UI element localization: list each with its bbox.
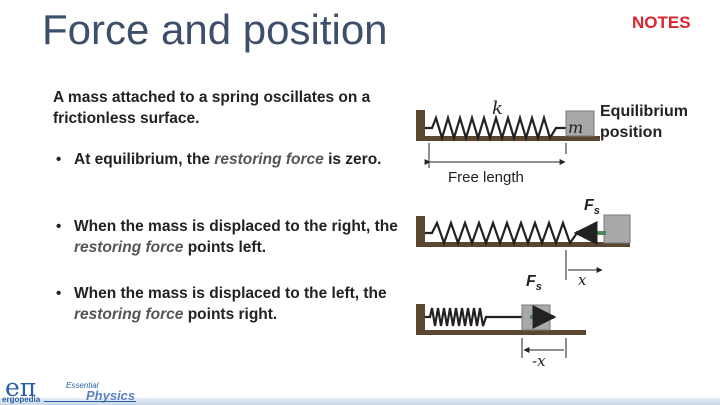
spring: [425, 114, 566, 142]
force-label-right: Fs: [584, 197, 600, 217]
bullet-text-emph: restoring force: [74, 306, 184, 323]
mass-block: [565, 110, 595, 137]
mass-label: m: [568, 118, 583, 137]
bullet-text-pre: When the mass is displaced to the left, …: [74, 285, 387, 302]
displaced-left-row: [416, 304, 586, 358]
physics-label: Physics: [86, 388, 136, 403]
equilibrium-label-1: Equilibrium: [600, 103, 688, 120]
bullet-text-post: points left.: [183, 239, 267, 256]
wall: [416, 216, 425, 246]
neg-displacement-label: -x: [532, 352, 546, 370]
force-symbol: F: [526, 273, 537, 290]
ergopedia-logo-icon: eπ: [5, 373, 37, 402]
force-symbol: F: [584, 197, 595, 214]
bullet-text-pre: When the mass is displaced to the right,…: [74, 218, 398, 235]
footer-bar: [0, 398, 720, 405]
floor: [416, 136, 600, 141]
bullet-equilibrium: At equilibrium, the restoring force is z…: [56, 149, 419, 170]
wall: [416, 304, 425, 334]
spring: [425, 307, 522, 327]
bullet-text-emph: restoring force: [214, 151, 324, 168]
spring-label: k: [492, 98, 503, 119]
intro-text: A mass attached to a spring oscillates o…: [53, 89, 371, 127]
wall: [416, 110, 425, 140]
force-subscript: s: [594, 205, 600, 217]
footer-underline: [44, 401, 136, 402]
bullet-text-pre: At equilibrium, the: [74, 151, 215, 168]
free-length-label: Free length: [448, 169, 524, 186]
spring: [425, 219, 604, 247]
bullet-displaced-right: When the mass is displaced to the right,…: [56, 216, 419, 258]
bullet-text-post: points right.: [183, 306, 278, 323]
displaced-right-row: [416, 214, 631, 280]
equilibrium-label-2: position: [600, 124, 662, 141]
mass-block: [603, 214, 631, 244]
force-label-left: Fs: [526, 273, 542, 293]
essential-label: Essential: [66, 381, 99, 390]
slide-title: Force and position: [42, 6, 388, 53]
displacement-label: x: [578, 271, 587, 289]
ergopedia-brand: ergopedia: [2, 395, 41, 404]
notes-link[interactable]: NOTES: [632, 13, 691, 32]
bullet-text-post: is zero.: [323, 151, 382, 168]
bullet-text-emph: restoring force: [74, 239, 184, 256]
equilibrium-row: [416, 110, 600, 168]
force-subscript: s: [536, 281, 542, 293]
floor: [416, 242, 630, 247]
bullet-displaced-left: When the mass is displaced to the left, …: [56, 283, 419, 325]
spring-mass-diagram: k m Equilibrium position Free length Fs …: [416, 98, 688, 370]
floor: [416, 330, 586, 335]
